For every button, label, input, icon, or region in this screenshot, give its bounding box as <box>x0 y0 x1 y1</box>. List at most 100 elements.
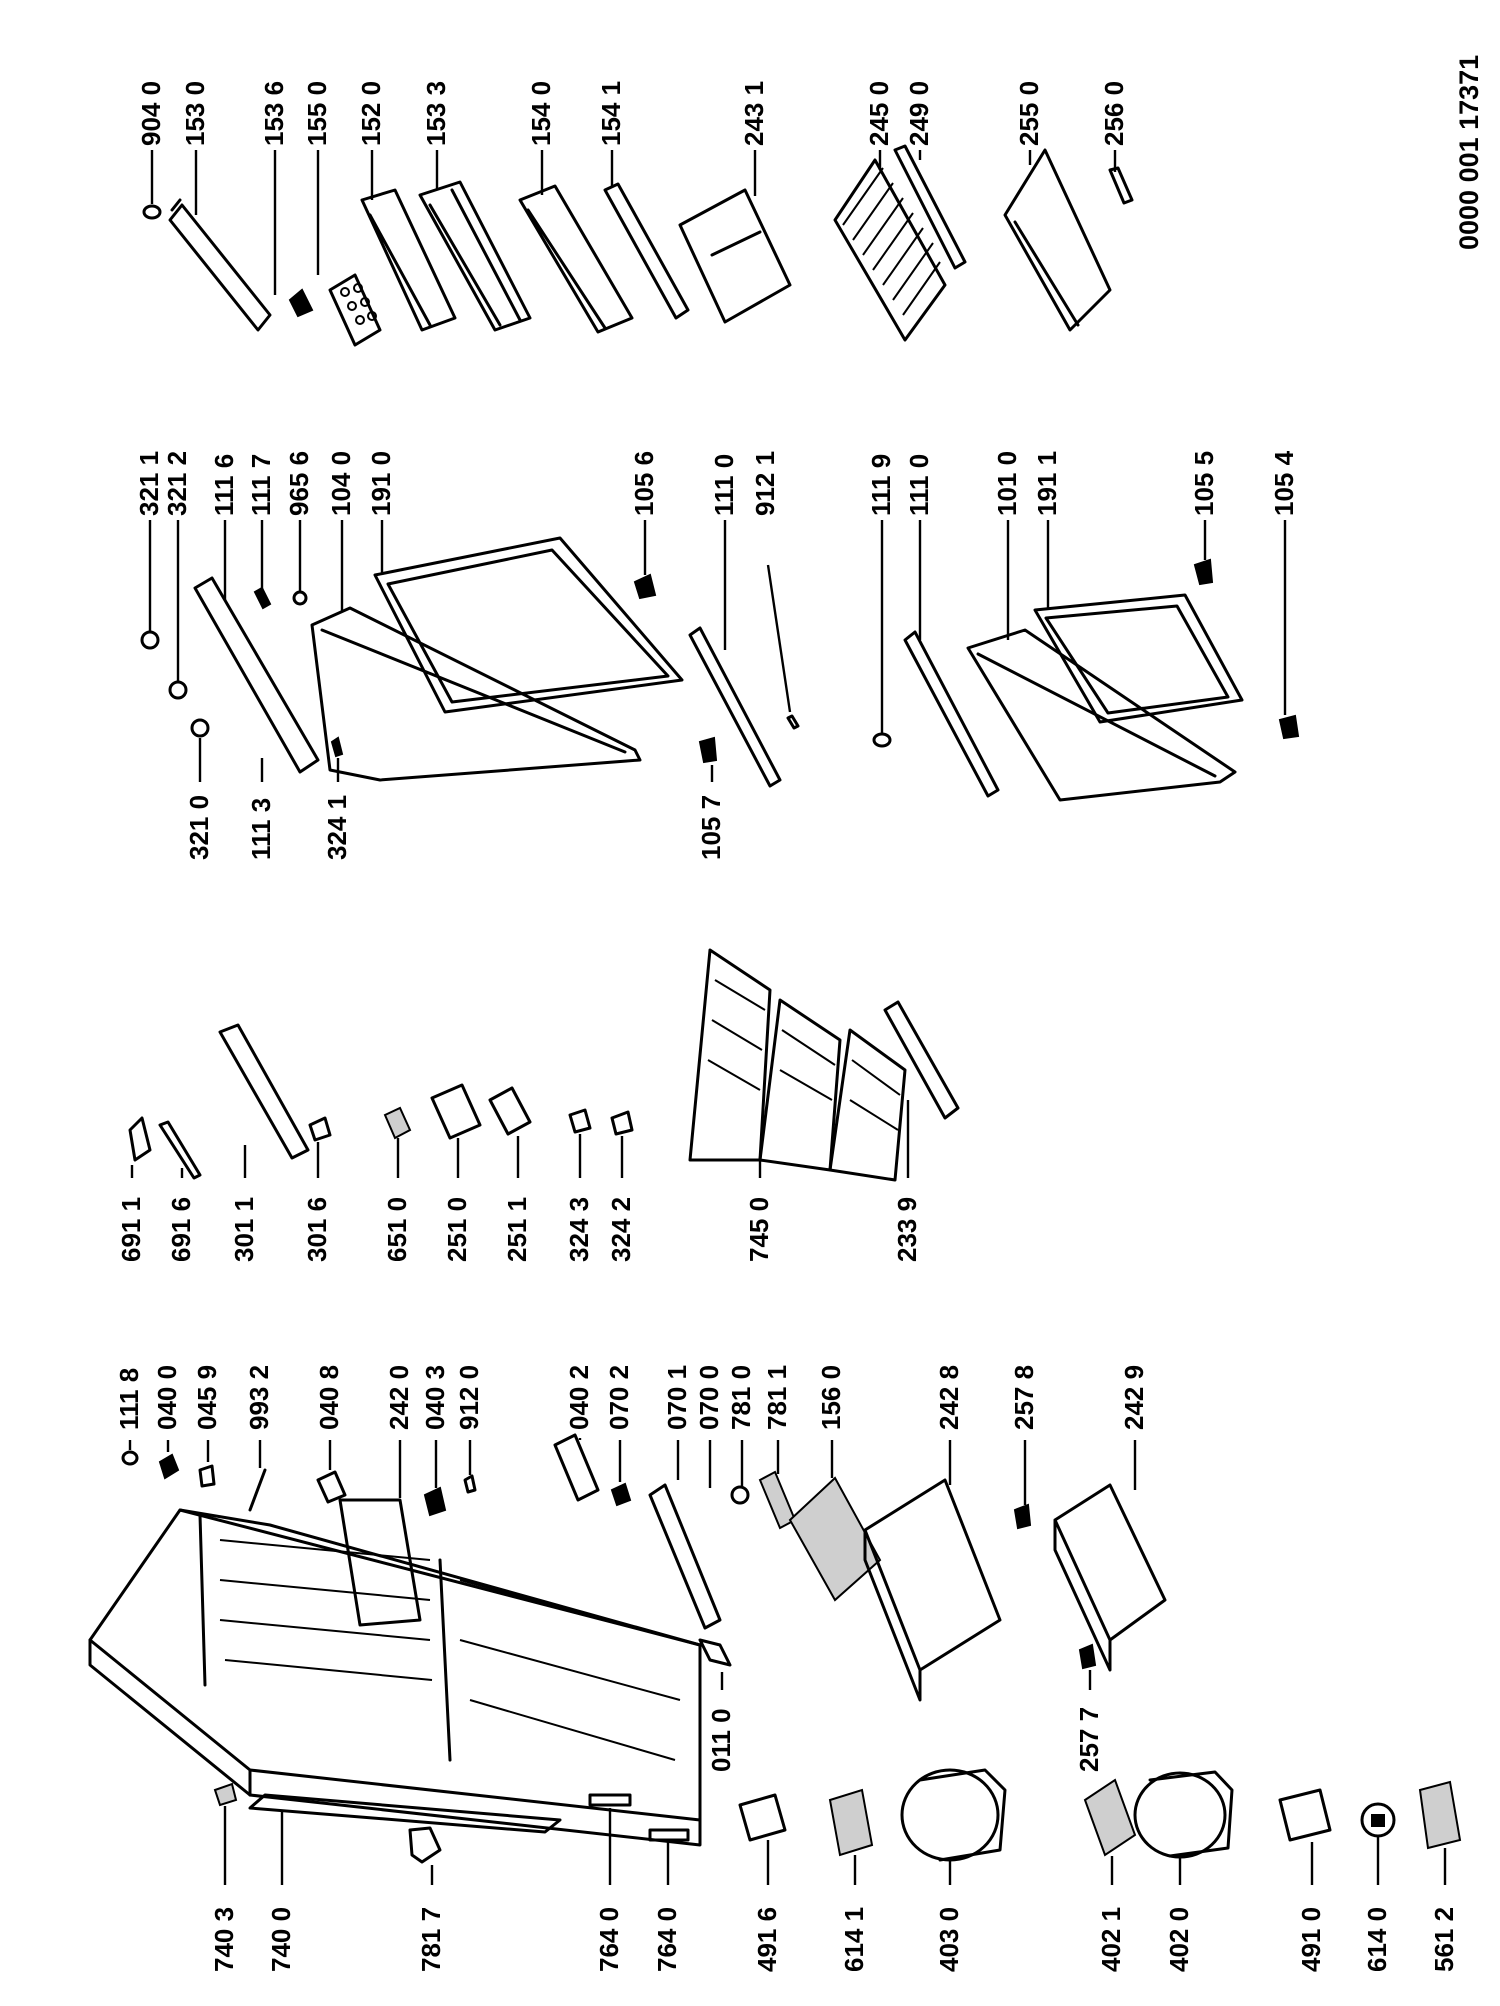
part-7403-drawing <box>213 1782 238 1807</box>
label-2420: 242 0 <box>384 1365 414 1430</box>
label-1541: 154 1 <box>596 81 626 146</box>
part-1550-drawing <box>328 273 382 347</box>
part-1118-drawing <box>121 1450 139 1466</box>
door-accessories-group: 904 0 153 0 153 6 155 0 152 0 153 3 154 … <box>136 81 1134 347</box>
part-0408-drawing <box>316 1470 347 1504</box>
label-2560: 256 0 <box>1099 81 1129 146</box>
part-1541-drawing <box>603 182 690 320</box>
part-2560-drawing <box>1108 166 1134 205</box>
part-7640b-drawing <box>648 1828 690 1842</box>
label-3212: 321 2 <box>162 451 192 516</box>
label-2578: 257 8 <box>1009 1365 1039 1430</box>
part-3016-drawing <box>308 1116 332 1142</box>
label-1520: 152 0 <box>356 81 386 146</box>
part-4020-drawing <box>1133 1770 1234 1859</box>
part-1110b-drawing <box>903 630 1000 798</box>
part-4916-drawing <box>738 1793 787 1842</box>
part-2431-drawing <box>678 188 792 324</box>
part-3011-drawing <box>218 1023 310 1160</box>
part-9932-drawing <box>248 1468 267 1512</box>
part-1056-drawing <box>633 573 657 600</box>
label-1910: 191 0 <box>366 451 396 516</box>
label-1911: 191 1 <box>1032 451 1062 516</box>
label-1560: 156 0 <box>816 1365 846 1430</box>
label-7450: 745 0 <box>744 1197 774 1262</box>
part-1540-drawing <box>518 184 634 334</box>
part-7810-drawing <box>730 1485 750 1505</box>
part-3242-drawing <box>610 1110 634 1136</box>
label-7640a: 764 0 <box>594 1907 624 1972</box>
label-1057: 105 7 <box>696 795 726 860</box>
label-6140: 614 0 <box>1362 1907 1392 1972</box>
part-0400-drawing <box>158 1453 180 1480</box>
label-2577: 257 7 <box>1074 1707 1104 1772</box>
part-1057-drawing <box>698 736 718 764</box>
label-2428: 242 8 <box>934 1365 964 1430</box>
label-2431: 243 1 <box>739 81 769 146</box>
label-7811: 781 1 <box>762 1365 792 1430</box>
cabinet-body-drawing <box>88 1498 702 1847</box>
label-3011: 301 1 <box>229 1197 259 1262</box>
cabinet-group: 111 8 040 0 045 9 993 2 040 8 242 0 040 … <box>88 1365 1462 1972</box>
part-6911-drawing <box>128 1116 152 1162</box>
label-7640b: 764 0 <box>652 1907 682 1972</box>
part-6140-drawing <box>1360 1802 1396 1838</box>
part-1530-drawing <box>168 198 272 332</box>
part-1055-drawing <box>1193 558 1214 586</box>
label-1113: 111 3 <box>246 798 276 860</box>
part-1520-drawing <box>360 188 457 332</box>
label-1010: 101 0 <box>992 451 1022 516</box>
label-3211: 321 1 <box>134 451 164 516</box>
part-2578-drawing <box>1013 1503 1032 1530</box>
part-0402-drawing <box>553 1433 600 1502</box>
label-1119: 111 9 <box>866 454 896 516</box>
part-2490-drawing <box>893 144 967 270</box>
label-2490: 249 0 <box>904 81 934 146</box>
label-2429: 242 9 <box>1119 1365 1149 1430</box>
label-9932: 993 2 <box>244 1365 274 1430</box>
label-3241: 324 1 <box>322 795 352 860</box>
part-3243-drawing <box>568 1108 592 1134</box>
label-2511: 251 1 <box>502 1197 532 1262</box>
part-3212-drawing <box>168 680 188 700</box>
label-1540: 154 0 <box>526 81 556 146</box>
label-2550: 255 0 <box>1014 81 1044 146</box>
part-5612-drawing <box>1418 1780 1462 1850</box>
label-1116: 111 6 <box>209 454 239 516</box>
label-0459: 045 9 <box>192 1365 222 1430</box>
label-2450: 245 0 <box>864 81 894 146</box>
part-4021-drawing <box>1083 1778 1137 1857</box>
label-0700: 070 0 <box>694 1365 724 1430</box>
label-0408: 040 8 <box>314 1365 344 1430</box>
label-4916: 491 6 <box>752 1907 782 1972</box>
label-9656: 965 6 <box>284 451 314 516</box>
part-2511-drawing <box>488 1086 532 1136</box>
label-4020: 402 0 <box>1164 1907 1194 1972</box>
part-7400-drawing <box>248 1793 562 1834</box>
part-9121-drawing <box>786 714 800 730</box>
label-1118: 111 8 <box>114 1368 144 1430</box>
label-1040: 104 0 <box>326 451 356 516</box>
part-9040-drawing <box>142 204 162 220</box>
part-9120-drawing <box>463 1474 477 1494</box>
part-2577-drawing <box>1078 1643 1097 1670</box>
part-2450-drawing <box>833 158 947 342</box>
label-1550: 155 0 <box>302 81 332 146</box>
part-2428-drawing <box>863 1478 1002 1702</box>
label-9121: 912 1 <box>750 451 780 516</box>
label-4030: 403 0 <box>934 1907 964 1972</box>
part-0110-drawing <box>698 1638 732 1667</box>
part-0700-drawing <box>648 1483 722 1630</box>
label-1117: 111 7 <box>246 454 276 516</box>
label-6916: 691 6 <box>166 1197 196 1262</box>
document-number: 0000 001 17371 <box>1454 55 1484 250</box>
part-1040-drawing <box>310 606 642 782</box>
part-4030-drawing <box>900 1768 1007 1862</box>
part-1536-drawing <box>288 288 314 318</box>
part-1116-drawing <box>193 576 320 774</box>
label-2510: 251 0 <box>442 1197 472 1262</box>
label-0402: 040 2 <box>564 1365 594 1430</box>
label-1110a: 111 0 <box>709 454 739 516</box>
label-1536: 153 6 <box>259 81 289 146</box>
